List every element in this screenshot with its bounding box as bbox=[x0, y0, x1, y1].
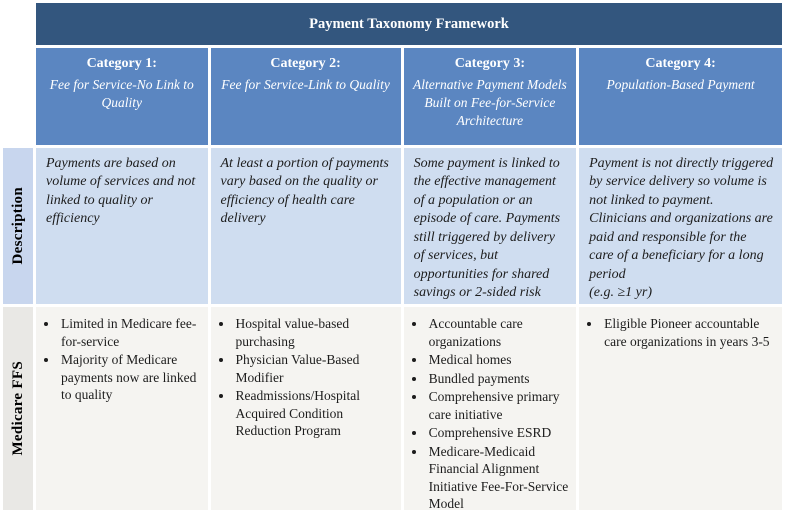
description-cell-4: Payment is not directly triggered by ser… bbox=[579, 148, 782, 304]
row-label-text: Description bbox=[9, 187, 26, 265]
description-note: (e.g. ≥1 yr) bbox=[589, 285, 653, 301]
bullet-item: Limited in Medicare fee-for-service bbox=[59, 315, 202, 350]
table-title: Payment Taxonomy Framework bbox=[36, 3, 782, 45]
bullet-item: Hospital value-based purchasing bbox=[234, 315, 395, 350]
bullet-item: Physician Value-Based Modifier bbox=[234, 351, 395, 386]
bullet-item: Comprehensive ESRD bbox=[427, 424, 571, 442]
row-label-description: Description bbox=[3, 148, 33, 304]
bullet-item: Medicare-Medicaid Financial Alignment In… bbox=[427, 443, 571, 510]
category-subtitle: Alternative Payment Models Built on Fee-… bbox=[413, 76, 567, 129]
bullet-item: Readmissions/Hospital Acquired Condition… bbox=[234, 387, 395, 440]
bullet-item: Accountable care organizations bbox=[427, 315, 571, 350]
bullet-list: Limited in Medicare fee-for-service Majo… bbox=[44, 315, 202, 404]
description-text: At least a portion of payments vary base… bbox=[220, 156, 389, 227]
bullet-item: Bundled payments bbox=[427, 370, 571, 388]
medicare-cell-4: Eligible Pioneer accountable care organi… bbox=[579, 307, 782, 510]
bullet-list: Accountable care organizations Medical h… bbox=[412, 315, 571, 510]
category-label: Category 3: bbox=[454, 56, 526, 71]
row-label-text: Medicare FFS bbox=[9, 361, 26, 456]
bullet-item: Medical homes bbox=[427, 351, 571, 369]
header-corner-spacer bbox=[3, 3, 33, 45]
bullet-list: Eligible Pioneer accountable care organi… bbox=[587, 315, 776, 350]
category-header-4: Category 4: Population-Based Payment bbox=[579, 48, 782, 145]
description-cell-2: At least a portion of payments vary base… bbox=[210, 148, 401, 304]
medicare-cell-2: Hospital value-based purchasing Physicia… bbox=[210, 307, 401, 510]
category-label: Category 2: bbox=[270, 56, 341, 71]
category-label: Category 1: bbox=[86, 56, 157, 71]
category-header-1: Category 1: Fee for Service-No Link to Q… bbox=[36, 48, 208, 145]
bullet-item: Comprehensive primary care initiative bbox=[427, 388, 571, 423]
category-subtitle: Population-Based Payment bbox=[606, 76, 755, 92]
bullet-item: Eligible Pioneer accountable care organi… bbox=[602, 315, 776, 350]
description-cell-3: Some payment is linked to the effective … bbox=[403, 148, 577, 304]
medicare-cell-1: Limited in Medicare fee-for-service Majo… bbox=[36, 307, 208, 510]
category-header-2: Category 2: Fee for Service-Link to Qual… bbox=[210, 48, 401, 145]
bullet-list: Hospital value-based purchasing Physicia… bbox=[219, 315, 395, 440]
description-text: Payment is not directly triggered by ser… bbox=[589, 156, 774, 282]
description-cell-1: Payments are based on volume of services… bbox=[36, 148, 208, 304]
category-header-3: Category 3: Alternative Payment Models B… bbox=[403, 48, 577, 145]
category-subtitle: Fee for Service-No Link to Quality bbox=[49, 76, 194, 111]
category-subtitle: Fee for Service-Link to Quality bbox=[221, 76, 390, 92]
medicare-cell-3: Accountable care organizations Medical h… bbox=[403, 307, 577, 510]
bullet-item: Majority of Medicare payments now are li… bbox=[59, 351, 202, 404]
row-label-medicare-ffs: Medicare FFS bbox=[3, 307, 33, 510]
description-text: Some payment is linked to the effective … bbox=[413, 156, 561, 301]
category-corner-spacer bbox=[3, 48, 33, 145]
description-text: Payments are based on volume of services… bbox=[46, 156, 196, 227]
category-label: Category 4: bbox=[645, 56, 716, 71]
